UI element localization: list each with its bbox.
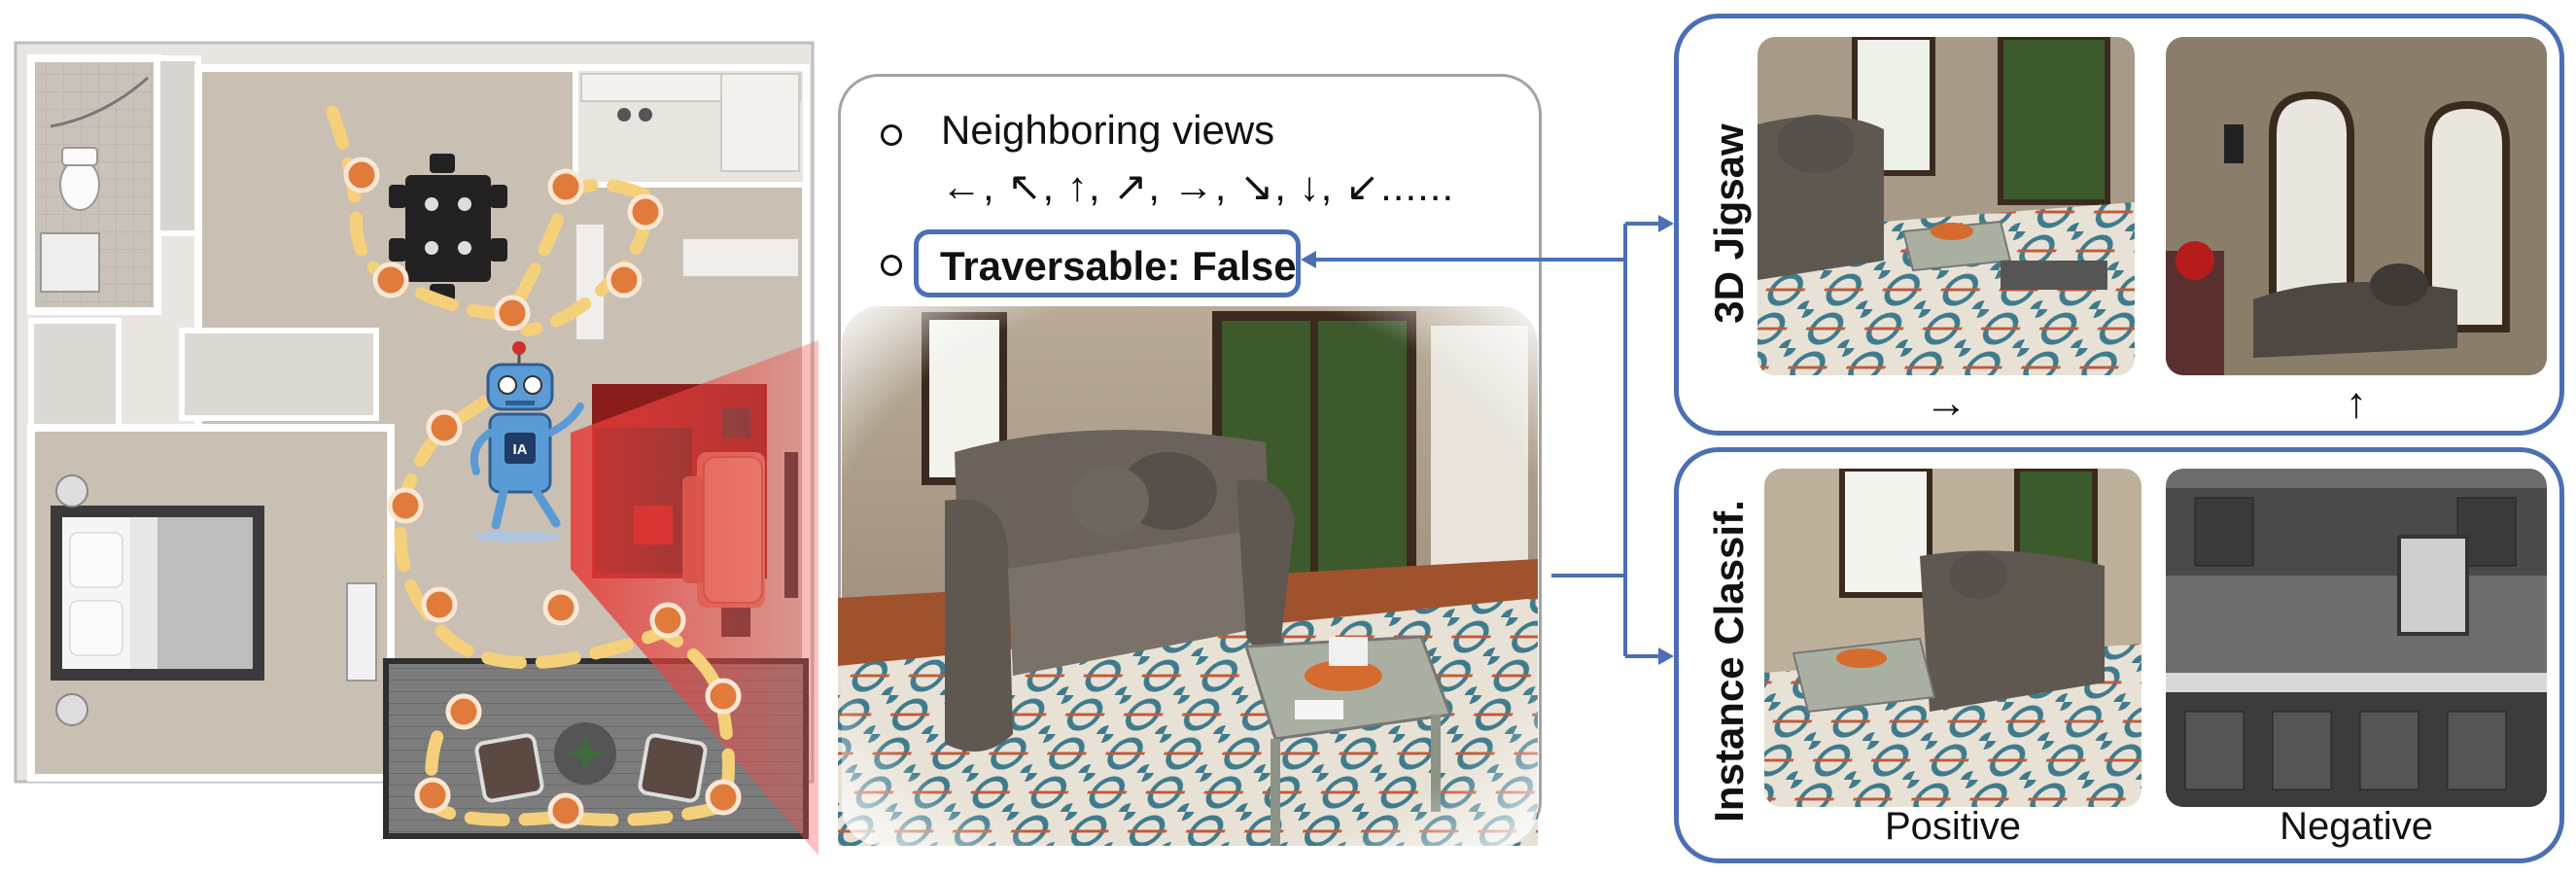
jigsaw-arrow-1: → [1925,379,1967,427]
bullet-traversable [881,255,902,276]
traversable-label: Traversable: False [940,243,1297,289]
positive-view [1764,469,2141,807]
negative-label: Negative [2280,805,2433,848]
bullet-neighbor [881,124,902,146]
connector-arrows [1301,215,1674,665]
field-of-view-cone [571,340,818,856]
bed-icon [51,474,264,726]
negative-view [2166,469,2547,807]
neighbor-views-label: Neighboring views [941,107,1275,153]
shower-icon [50,76,149,128]
positive-label: Positive [1884,805,2022,848]
jigsaw-view-2 [2166,37,2547,375]
robot-icon: IA [470,341,584,542]
sink-icon [40,232,100,293]
balcony-furniture [474,722,708,803]
direction-arrows: ←, ↖, ↑, ↗, →, ↘, ↓, ↙...... [941,163,1455,209]
arrow-to-traversable [1301,251,1316,268]
traversable-box: Traversable: False [914,229,1301,298]
floor-plan: IA [14,41,818,856]
jigsaw-title: 3D Jigsaw [1706,123,1752,324]
jigsaw-arrow-2: ↑ [2346,379,2367,427]
arrow-to-instance [1658,648,1674,665]
instance-title: Instance Classif. [1706,500,1752,822]
dining-table-icon [389,154,507,303]
toilet-icon [59,147,100,211]
waypoints [343,157,742,829]
dresser [346,582,377,682]
jigsaw-view-1 [1758,37,2135,375]
arrow-to-jigsaw [1658,215,1674,232]
svg-text:IA: IA [513,441,528,458]
panorama-view [838,306,1538,846]
